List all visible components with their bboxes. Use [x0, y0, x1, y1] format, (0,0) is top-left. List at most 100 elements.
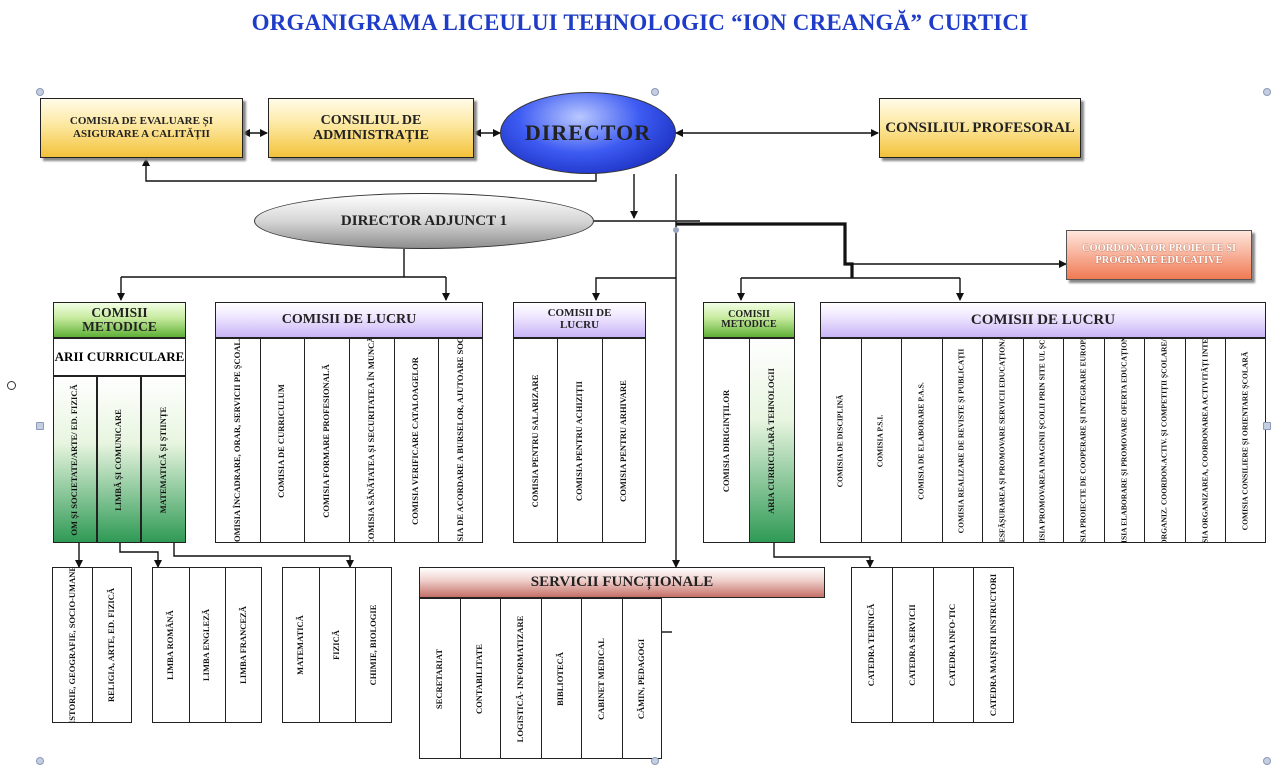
arie-om-societate-column: OM ȘI SOCIETATE/ARTE/ ED. FIZICĂ [53, 376, 97, 543]
comisia-evaluare-label: COMISIA DE EVALUARE ȘI ASIGURARE A CALIT… [69, 115, 214, 140]
comisii-lucru-2-label: COMISII DE LUCRU [547, 307, 612, 331]
serviciu-functional-column: BIBLIOTECĂ [540, 598, 582, 759]
catedra-matematica-stiinte-label: FIZICĂ [331, 630, 342, 660]
comisie-metodica-2-column: ARIA CURRICULARĂ TEHNOLOGII [749, 338, 795, 543]
arii-curriculare-label: ARII CURRICULARE [54, 349, 185, 365]
catedra-limba-comunicare-label: LIMBA FRANCEZĂ [237, 606, 248, 684]
comisie-metodica-2-label: COMISIA DIRIGINȚILOR [720, 389, 731, 492]
director-label: DIRECTOR [524, 120, 652, 145]
selection-handle[interactable] [651, 757, 659, 765]
catedra-tehnologii-column: CATEDRA TEHNICĂ [851, 567, 893, 723]
comisie-lucru-3-column: COMISIA DE DISCIPLINĂ [820, 338, 862, 543]
comisii-lucru-1-header: COMISII DE LUCRU [215, 302, 483, 338]
comisie-lucru-3-label: COMISIA DESFĂȘURAREA ȘI PROMOVARE SERVIC… [997, 338, 1007, 543]
selection-handle[interactable] [1263, 422, 1271, 430]
selection-handle[interactable] [36, 757, 44, 765]
arii-curriculare-header: ARII CURRICULARE [53, 338, 186, 376]
consiliul-profesoral-box: CONSILIUL PROFESORAL [879, 98, 1081, 158]
catedra-om-societate-label: ISTORIE, GEOGRAFIE, SOCIO-UMANE [66, 567, 77, 723]
serviciu-functional-label: CĂMIN, PEDAGOGI [635, 638, 646, 719]
catedra-matematica-stiinte-column: CHIMIE, BIOLOGIE [355, 567, 392, 723]
page-title: ORGANIGRAMA LICEULUI TEHNOLOGIC “ION CRE… [251, 10, 1029, 35]
comisii-metodice-2-label: COMISII METODICE [721, 308, 777, 330]
arie-matematica-stiinte-label: MATEMATICĂ ȘI ȘTIINȚE [157, 406, 168, 513]
catedra-om-societate-label: RELIGIA, ARTE, ED. FIZICĂ [106, 587, 117, 703]
comisii-metodice-header: COMISII METODICE [53, 302, 186, 338]
comisie-metodica-2-label: ARIA CURRICULARĂ TEHNOLOGII [766, 367, 777, 514]
arie-matematica-stiinte-column: MATEMATICĂ ȘI ȘTIINȚE [141, 376, 186, 543]
coordonator-label: COORDONATOR PROIECTE ȘI PROGRAME EDUCATI… [1081, 242, 1237, 266]
comisie-lucru-2-column: COMISIA PENTRU ACHIZIȚII [557, 338, 603, 543]
comisii-metodice-label: COMISII METODICE [82, 304, 157, 334]
comisie-lucru-3-label: COMISIA ELABORARE ȘI PROMOVARE OFERTA ED… [1119, 338, 1129, 543]
director-ellipse: DIRECTOR [500, 92, 676, 174]
consiliul-administratie-label: CONSILIUL DE ADMINISTRAȚIE [313, 112, 429, 143]
comisii-lucru-1-label: COMISII DE LUCRU [281, 312, 417, 327]
catedra-tehnologii-label: CATEDRA MAIȘTRI INSTRUCTORI [987, 573, 998, 717]
coordonator-box: COORDONATOR PROIECTE ȘI PROGRAME EDUCATI… [1066, 230, 1252, 280]
serviciu-functional-label: SECRETARIAT [433, 648, 444, 709]
comisie-lucru-1-column: COMISIA VERIFICARE CATALOAGELOR [393, 338, 440, 543]
comisia-evaluare-box: COMISIA DE EVALUARE ȘI ASIGURARE A CALIT… [40, 98, 243, 158]
comisie-lucru-3-column: COMISIA PROMOVAREA IMAGINII ȘCOLII PRIN … [1022, 338, 1065, 543]
comisii-lucru-2-header: COMISII DE LUCRU [513, 302, 646, 338]
comisie-lucru-3-column: COMISIA REALIZARE DE REVISTE ȘI PUBLICAȚ… [941, 338, 984, 543]
consiliul-profesoral-label: CONSILIUL PROFESORAL [885, 119, 1075, 136]
comisie-lucru-1-column: COMISIA SĂNĂTATEA ȘI SECURITATEA ÎN MUNC… [349, 338, 395, 543]
arie-limba-comunicare-label: LIMBĂ ȘI COMUNICARE [113, 408, 124, 511]
director-adjunct-ellipse: DIRECTOR ADJUNCT 1 [254, 193, 594, 249]
comisie-lucru-3-label: COMISIA P.S.I. [875, 414, 885, 467]
comisie-lucru-1-label: COMISIA DE ACORDARE A BURSELOR, AJUTOARE… [454, 338, 465, 543]
comisie-lucru-1-column: COMISIA ÎNCADRARE, ORAR, SERVICII PE ȘCO… [215, 338, 261, 543]
comisie-lucru-3-column: COMISIA ELABORARE ȘI PROMOVARE OFERTA ED… [1103, 338, 1146, 543]
serviciu-functional-column: CONTABILITATE [459, 598, 501, 759]
catedra-limba-comunicare-column: LIMBA FRANCEZĂ [225, 567, 262, 723]
comisie-lucru-2-column: COMISIA PENTRU SALARIZARE [513, 338, 559, 543]
comisie-lucru-2-column: COMISIA PENTRU ARHIVARE [601, 338, 646, 543]
selection-handle[interactable] [36, 422, 44, 430]
selection-handle[interactable] [1263, 88, 1271, 96]
selection-handle[interactable] [36, 88, 44, 96]
serviciu-functional-label: LOGISTICĂ- INFORMATIZARE [514, 615, 525, 742]
catedra-limba-comunicare-label: LIMBA ENGLEZĂ [201, 608, 212, 682]
catedra-om-societate-column: RELIGIA, ARTE, ED. FIZICĂ [92, 567, 132, 723]
rotate-handle[interactable] [7, 381, 16, 390]
comisie-lucru-1-label: COMISIA DE CURRICULUM [276, 383, 287, 498]
consiliul-administratie-box: CONSILIUL DE ADMINISTRAȚIE [268, 98, 474, 158]
arie-limba-comunicare-column: LIMBĂ ȘI COMUNICARE [97, 376, 141, 543]
catedra-tehnologii-label: CATEDRA TEHNICĂ [865, 603, 876, 687]
servicii-functionale-header: SERVICII FUNCȚIONALE [419, 567, 825, 598]
catedra-limba-comunicare-column: LIMBA ENGLEZĂ [188, 567, 227, 723]
comisie-lucru-1-label: COMISIA SĂNĂTATEA ȘI SECURITATEA ÎN MUNC… [365, 338, 376, 543]
arie-om-societate-label: OM ȘI SOCIETATE/ARTE/ ED. FIZICĂ [69, 383, 80, 536]
comisie-lucru-1-label: COMISIA FORMARE PROFESIONALĂ [321, 363, 332, 518]
serviciu-functional-label: BIBLIOTECĂ [555, 651, 566, 706]
comisie-lucru-3-column: COMISIA DE ELABORARE P.A.S. [901, 338, 943, 543]
catedra-tehnologii-column: CATEDRA SERVICII [891, 567, 934, 723]
comisie-lucru-3-column: COMISIA ORGANIZ. COORDON.ACTIV. ȘI COMPE… [1144, 338, 1186, 543]
serviciu-functional-label: CABINET MEDICAL [595, 637, 606, 720]
catedra-matematica-stiinte-column: MATEMATICĂ [282, 567, 320, 723]
comisii-lucru-3-header: COMISII DE LUCRU [820, 302, 1266, 338]
catedra-limba-comunicare-column: LIMBA ROMÂNĂ [152, 567, 190, 723]
comisie-lucru-3-column: COMISIA DESFĂȘURAREA ȘI PROMOVARE SERVIC… [982, 338, 1024, 543]
comisie-lucru-1-label: COMISIA VERIFICARE CATALOAGELOR [410, 356, 421, 525]
selection-handle[interactable] [651, 88, 659, 96]
comisie-lucru-3-column: COMISIA ORGANIZAREA, COORDONAREA ACTIVIT… [1184, 338, 1227, 543]
catedra-matematica-stiinte-column: FIZICĂ [318, 567, 357, 723]
selection-handle[interactable] [1263, 757, 1271, 765]
comisie-lucru-3-label: COMISIA PROIECTE DE COOPERARE ȘI INTEGRA… [1078, 338, 1088, 543]
comisie-lucru-3-label: COMISIA ORGANIZ. COORDON.ACTIV. ȘI COMPE… [1159, 338, 1169, 543]
serviciu-functional-column: LOGISTICĂ- INFORMATIZARE [500, 598, 542, 759]
catedra-matematica-stiinte-label: CHIMIE, BIOLOGIE [367, 604, 378, 686]
catedra-tehnologii-column: CATEDRA INFO-TIC [932, 567, 975, 723]
catedra-tehnologii-label: CATEDRA INFO-TIC [947, 603, 958, 687]
catedra-limba-comunicare-label: LIMBA ROMÂNĂ [164, 610, 175, 680]
comisie-lucru-3-label: COMISIA ORGANIZAREA, COORDONAREA ACTIVIT… [1200, 338, 1210, 543]
serviciu-functional-column: SECRETARIAT [419, 598, 461, 759]
comisie-lucru-3-label: COMISIA REALIZARE DE REVISTE ȘI PUBLICAȚ… [957, 348, 967, 533]
comisie-lucru-3-label: COMISIA DE ELABORARE P.A.S. [916, 381, 926, 500]
catedra-tehnologii-column: CATEDRA MAIȘTRI INSTRUCTORI [973, 567, 1014, 723]
comisie-lucru-2-label: COMISIA PENTRU ARHIVARE [617, 379, 628, 502]
